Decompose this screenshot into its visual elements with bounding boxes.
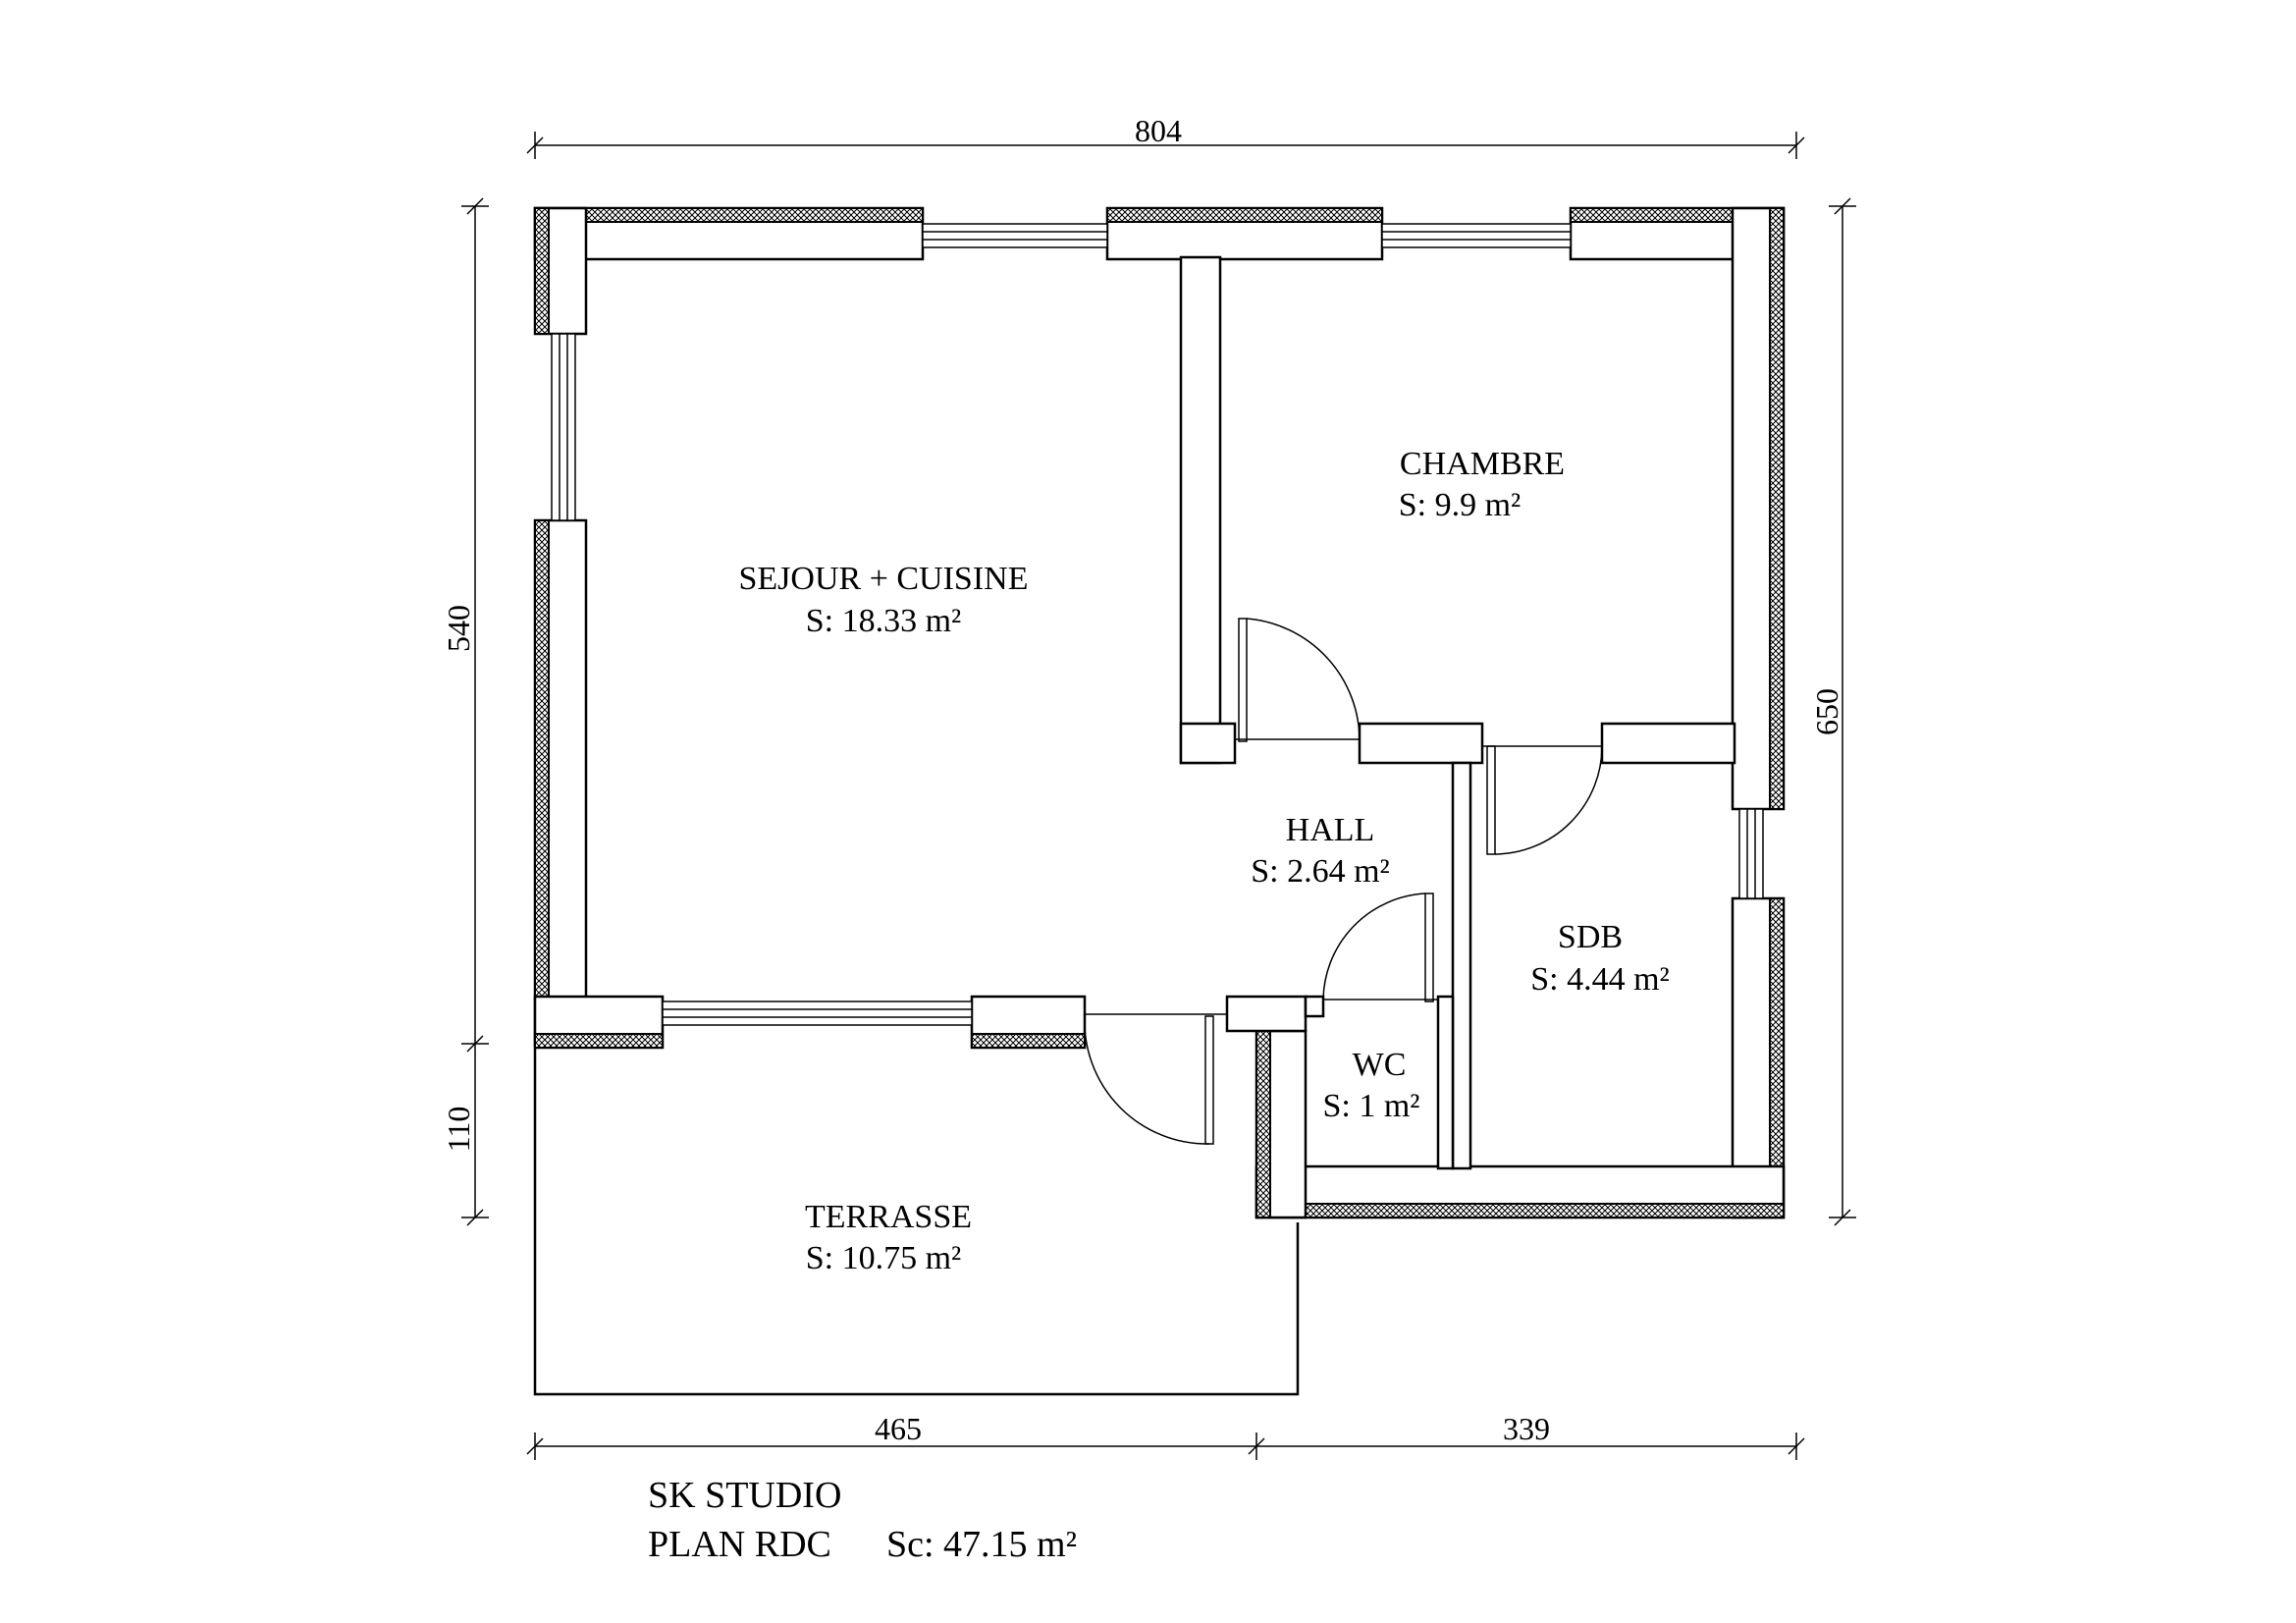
room-chambre: CHAMBRE S: 9.9 m² (1399, 446, 1565, 523)
room-wc-area: S: 1 m² (1323, 1088, 1420, 1124)
room-hall: HALL S: 2.64 m² (1251, 812, 1390, 890)
dimension-left-label: 540 (441, 605, 476, 652)
title-line-1: SK STUDIO (648, 1475, 841, 1516)
room-chambre-area: S: 9.9 m² (1399, 487, 1522, 523)
dimension-bottom: 465 339 (526, 1411, 1805, 1460)
dimension-left-terrace-label: 110 (441, 1107, 476, 1153)
exterior-walls (533, 206, 1786, 1219)
room-terrasse-area: S: 10.75 m² (806, 1240, 962, 1276)
windows (551, 223, 1764, 1026)
terrace-outline (533, 1049, 1300, 1396)
doors (1084, 618, 1603, 1145)
title-block: SK STUDIO PLAN RDC Sc: 47.15 m² (648, 1475, 1077, 1565)
room-chambre-name: CHAMBRE (1400, 446, 1565, 482)
dimension-bottom-right-label: 339 (1503, 1411, 1550, 1446)
dimension-top-label: 804 (1135, 113, 1182, 148)
room-sejour-area: S: 18.33 m² (806, 603, 962, 639)
room-hall-name: HALL (1286, 812, 1375, 848)
room-sdb: SDB S: 4.44 m² (1530, 919, 1670, 998)
dimension-left: 540 110 (441, 197, 489, 1226)
room-sdb-area: S: 4.44 m² (1530, 961, 1670, 998)
dimension-top: 804 (526, 113, 1805, 159)
room-wc: WC S: 1 m² (1323, 1047, 1420, 1124)
room-sejour: SEJOUR + CUISINE S: 18.33 m² (739, 561, 1029, 639)
room-terrasse-name: TERRASSE (805, 1199, 972, 1235)
room-terrasse: TERRASSE S: 10.75 m² (805, 1199, 972, 1276)
room-wc-name: WC (1353, 1047, 1407, 1083)
dimension-bottom-left-label: 465 (875, 1411, 922, 1446)
room-hall-area: S: 2.64 m² (1251, 853, 1390, 890)
title-plan-label: PLAN RDC (648, 1524, 831, 1565)
interior-walls (1179, 255, 1736, 1170)
title-total-area: Sc: 47.15 m² (886, 1524, 1077, 1565)
dimension-right-label: 650 (1809, 688, 1844, 735)
room-sdb-name: SDB (1558, 919, 1623, 955)
room-sejour-name: SEJOUR + CUISINE (739, 561, 1029, 597)
dimension-right: 650 (1809, 197, 1856, 1226)
